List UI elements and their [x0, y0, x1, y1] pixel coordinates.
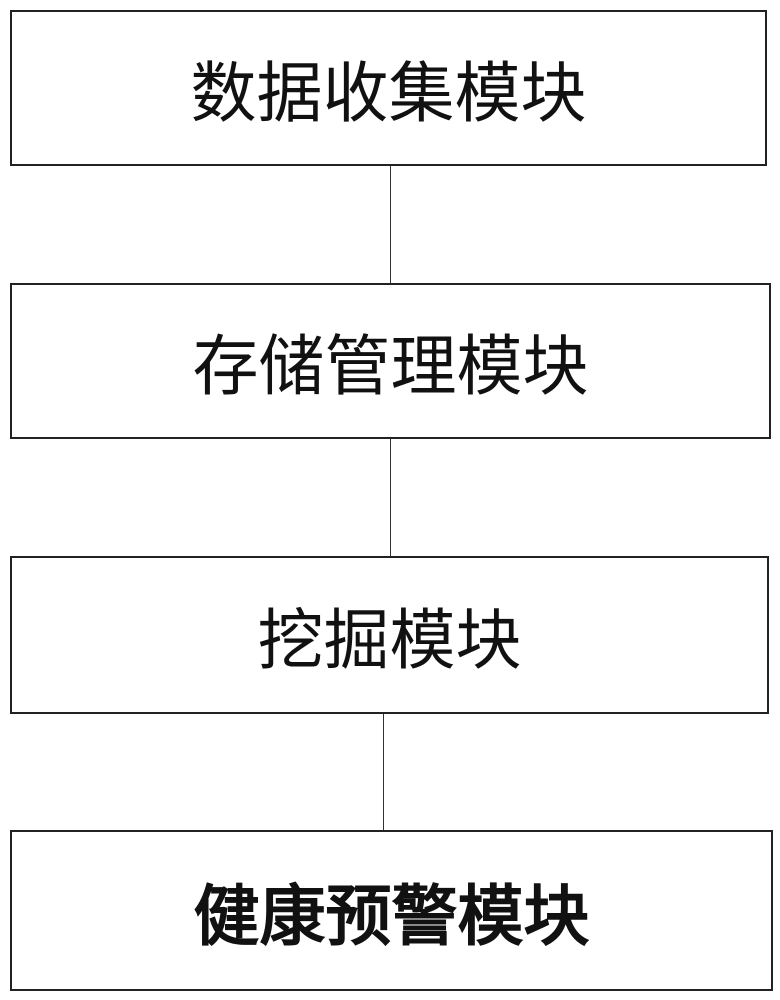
- module-label: 挖掘模块: [257, 602, 522, 679]
- module-label: 存储管理模块: [192, 328, 589, 405]
- module-box-storage-management: 存储管理模块: [10, 283, 771, 439]
- module-label: 数据收集模块: [190, 55, 587, 132]
- module-box-mining: 挖掘模块: [10, 556, 769, 714]
- module-box-data-collection: 数据收集模块: [10, 10, 767, 166]
- module-box-health-warning: 健康预警模块: [10, 830, 773, 991]
- connector-line: [383, 714, 384, 830]
- connector-line: [390, 439, 391, 556]
- connector-line: [390, 166, 391, 283]
- module-label: 健康预警模块: [193, 877, 590, 955]
